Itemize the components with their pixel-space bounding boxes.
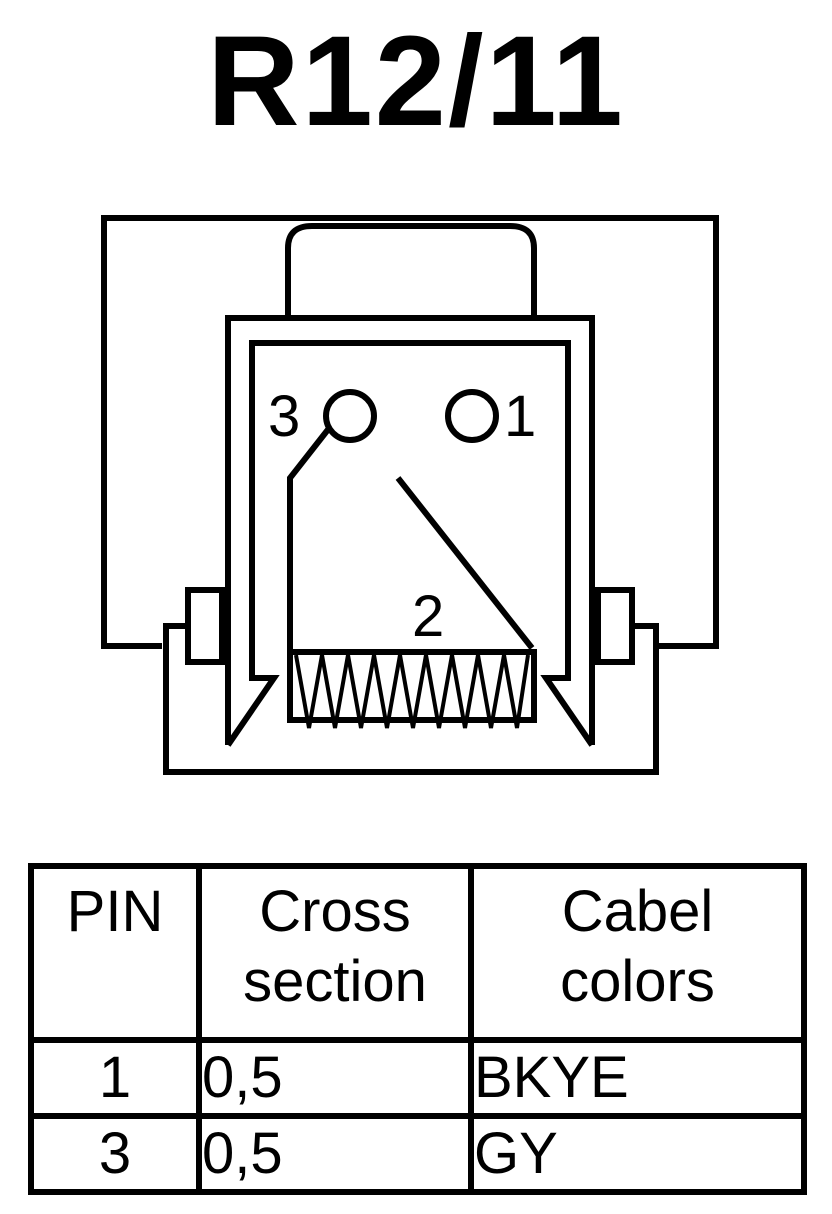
pin-table: PIN Cross section Cabel colors 1 0,5 BKY… <box>28 863 807 1195</box>
pin-1-label: 1 <box>504 384 536 449</box>
header-cross-section: Cross section <box>196 863 474 1043</box>
header-pin: PIN <box>28 863 202 1043</box>
table-row: 1 0,5 BKYE <box>28 1037 807 1119</box>
spring-coil <box>294 654 530 729</box>
connector-diagram: 3 1 2 <box>101 215 719 775</box>
pin-3-contact <box>323 389 377 443</box>
pin-1-contact <box>445 389 499 443</box>
pin-2-wire <box>395 476 535 650</box>
cell-color: BKYE <box>468 1037 807 1119</box>
diagram-title: R12/11 <box>207 10 625 153</box>
table-row: 3 0,5 GY <box>28 1113 807 1195</box>
base-frame <box>163 623 659 775</box>
pin-3-label: 3 <box>268 384 300 449</box>
locking-tab <box>285 223 537 320</box>
cell-color: GY <box>468 1113 807 1195</box>
left-latch <box>185 587 225 665</box>
cell-pin: 3 <box>28 1113 202 1195</box>
header-cable-colors: Cabel colors <box>468 863 807 1043</box>
right-latch <box>595 587 635 665</box>
plug-body-inner <box>225 340 595 747</box>
cell-pin: 1 <box>28 1037 202 1119</box>
pin-3-wire <box>287 425 333 654</box>
table-header-row: PIN Cross section Cabel colors <box>28 863 807 1043</box>
pin-2-label: 2 <box>412 584 444 649</box>
plug-body-outer <box>225 315 595 745</box>
outer-housing <box>101 215 719 649</box>
cell-cross-section: 0,5 <box>196 1037 474 1119</box>
cell-cross-section: 0,5 <box>196 1113 474 1195</box>
